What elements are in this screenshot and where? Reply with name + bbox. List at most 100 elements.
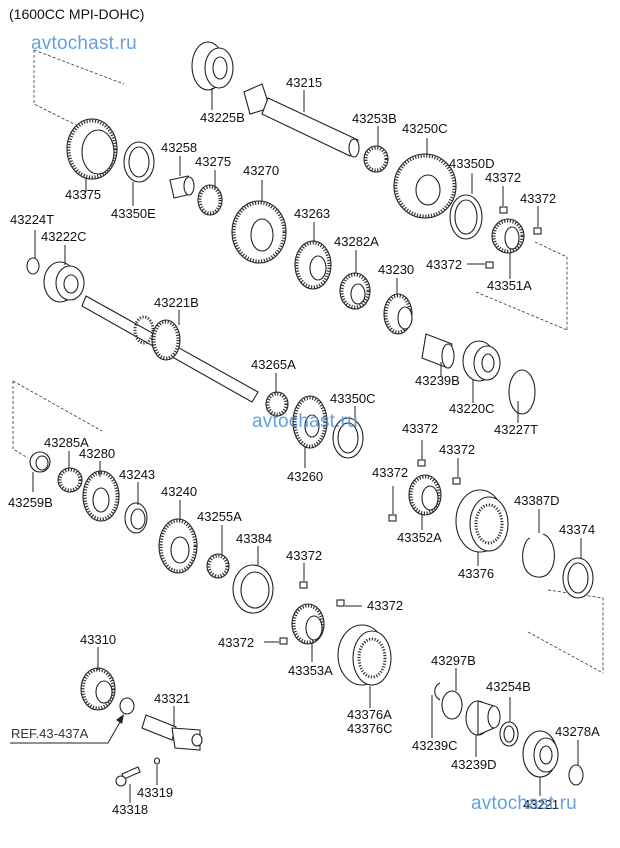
part-43215-shaft[interactable]	[243, 83, 360, 158]
part-43372-key[interactable]	[299, 563, 308, 589]
part-43225B-bearing[interactable]	[191, 41, 234, 110]
part-43374-synchro-ring[interactable]	[562, 538, 594, 599]
part-43254B-washer[interactable]	[499, 697, 519, 747]
label-43384: 43384	[236, 531, 273, 546]
label-43318: 43318	[112, 802, 149, 817]
label-43351A: 43351A	[487, 278, 532, 293]
label-43265A: 43265A	[251, 357, 296, 372]
guide-line-top-left	[33, 49, 125, 129]
label-43372: 43372	[367, 598, 404, 613]
part-43353A-hub[interactable]	[291, 603, 325, 662]
label-43254B: 43254B	[486, 679, 531, 694]
part-43282A-gear[interactable]	[339, 250, 371, 310]
reference-label: REF.43-437A	[11, 726, 89, 741]
label-43221B: 43221B	[154, 295, 199, 310]
part-43278A-snap-ring[interactable]	[568, 740, 584, 786]
part-43285A-needle-bearing[interactable]	[57, 451, 83, 493]
label-43372: 43372	[485, 170, 522, 185]
part-43375-sleeve[interactable]	[66, 118, 118, 192]
watermark-top: avtochast.ru	[31, 33, 137, 54]
part-43372-key[interactable]	[388, 486, 397, 522]
reference-arrow	[10, 714, 124, 744]
label-43372: 43372	[372, 465, 409, 480]
part-43350D-synchro-ring[interactable]	[449, 173, 483, 240]
part-43352A-hub[interactable]	[408, 474, 442, 530]
part-43297B-ring[interactable]	[441, 668, 463, 720]
part-43221B-shaft[interactable]	[81, 295, 259, 403]
label-43350C: 43350C	[330, 391, 376, 406]
label-43280: 43280	[79, 446, 116, 461]
label-43263: 43263	[294, 206, 331, 221]
part-43275-needle-bearing[interactable]	[197, 170, 223, 216]
label-43353A: 43353A	[288, 663, 333, 678]
part-43260-gear[interactable]	[292, 395, 328, 468]
part-4322x-bearing[interactable]	[522, 730, 559, 796]
label-43372: 43372	[218, 635, 255, 650]
label-43215: 43215	[286, 75, 323, 90]
label-43376C: 43376C	[347, 721, 393, 736]
part-43250C-gear[interactable]	[393, 138, 457, 219]
part-43222C-bearing[interactable]	[43, 245, 85, 303]
part-43387D-snap-ring[interactable]	[522, 509, 555, 578]
part-43321-shift-shaft[interactable]	[119, 697, 203, 751]
label-43239D: 43239D	[451, 757, 497, 772]
part-43258-bushing[interactable]	[169, 156, 195, 199]
part-43310-gear[interactable]	[80, 647, 116, 711]
part-43318-bolt[interactable]	[115, 766, 141, 803]
part-43230-gear[interactable]	[383, 278, 413, 335]
part-43351A-hub[interactable]	[491, 218, 525, 279]
part-43372-key[interactable]	[264, 637, 288, 645]
part-43350E-synchro-ring[interactable]	[123, 141, 155, 206]
part-43376A-sleeve[interactable]	[337, 624, 392, 708]
part-43243-bushing[interactable]	[124, 482, 148, 534]
part-43372-key[interactable]	[467, 261, 494, 269]
part-43372-key[interactable]	[417, 440, 426, 467]
part-43263-gear[interactable]	[294, 222, 332, 290]
label-43372: 43372	[439, 442, 476, 457]
part-43224T-snap-ring[interactable]	[26, 230, 40, 275]
part-43384-synchro-ring[interactable]	[232, 546, 274, 614]
label-43282A: 43282A	[334, 234, 379, 249]
part-43372-key[interactable]	[533, 206, 542, 235]
watermark-bottom: avtochast.ru	[471, 793, 577, 814]
label-43372: 43372	[286, 548, 323, 563]
part-43350C-synchro-ring[interactable]	[332, 406, 364, 459]
label-43376A: 43376A	[347, 707, 392, 722]
part-43240-gear[interactable]	[158, 500, 198, 574]
label-4322x: 43221	[523, 797, 560, 812]
label-43250C: 43250C	[402, 121, 448, 136]
label-43285A: 43285A	[44, 435, 89, 450]
part-43270-gear[interactable]	[231, 180, 287, 264]
part-43376-sleeve[interactable]	[455, 489, 509, 566]
part-43227T-snap-ring[interactable]	[508, 369, 536, 423]
part-43280-gear[interactable]	[82, 461, 120, 522]
part-43372-key[interactable]	[499, 186, 508, 214]
part-43220C-bearing[interactable]	[462, 340, 501, 403]
label-43224T: 43224T	[10, 212, 55, 227]
part-43259B-bushing[interactable]	[29, 451, 51, 492]
part-43255A-needle-bearing[interactable]	[206, 525, 230, 579]
part-43239B-spacer[interactable]	[421, 333, 455, 376]
label-43350E: 43350E	[111, 206, 156, 221]
label-43225B: 43225B	[200, 110, 245, 125]
label-43259B: 43259B	[8, 495, 53, 510]
label-43253B: 43253B	[352, 111, 397, 126]
part-43239D-spacer[interactable]	[465, 700, 501, 757]
label-43297B: 43297B	[431, 653, 476, 668]
label-43374: 43374	[559, 522, 596, 537]
label-43275: 43275	[195, 154, 232, 169]
label-43372: 43372	[426, 257, 463, 272]
part-43239C-clip[interactable]	[431, 682, 441, 738]
part-43265A-needle-bearing[interactable]	[265, 373, 289, 417]
part-43319-o-ring[interactable]	[153, 757, 161, 785]
part-43372-key[interactable]	[336, 599, 362, 607]
part-43253B-needle-bearing[interactable]	[363, 126, 389, 173]
label-43220C: 43220C	[449, 401, 495, 416]
label-43260: 43260	[287, 469, 324, 484]
part-43372-key[interactable]	[452, 458, 461, 485]
label-43350D: 43350D	[449, 156, 495, 171]
guide-line-right-lower	[527, 589, 604, 674]
label-43230: 43230	[378, 262, 415, 277]
label-43376: 43376	[458, 566, 495, 581]
label-43310: 43310	[80, 632, 117, 647]
